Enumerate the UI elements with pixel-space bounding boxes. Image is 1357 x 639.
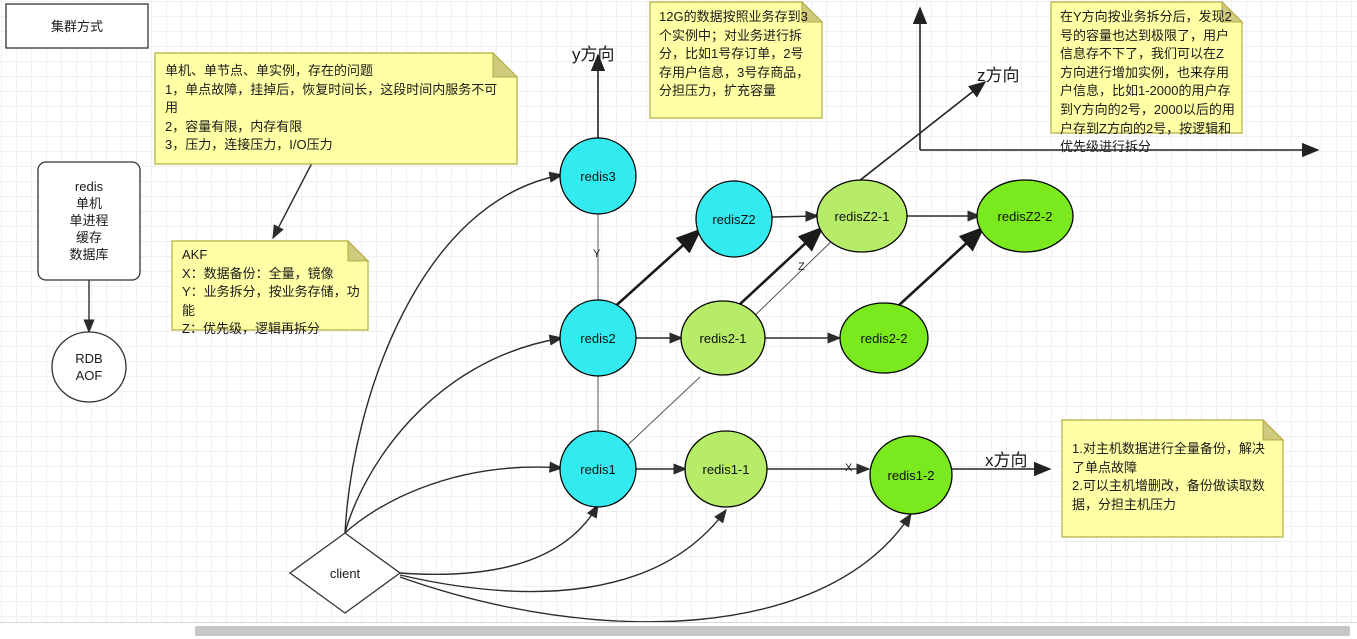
edge-redis2-1-to-redisz2-1: [724, 226, 824, 319]
edge-client-to-redis3: [344, 171, 564, 534]
node-redis1[interactable]: [559, 430, 637, 508]
edge-client-to-redis1: [344, 461, 564, 534]
note-x-backup[interactable]: [1061, 418, 1285, 538]
rdb-aof-node[interactable]: [51, 331, 127, 403]
edge-z-guide-lower: [616, 376, 701, 456]
node-redis2[interactable]: [559, 299, 637, 377]
horizontal-scrollbar[interactable]: [0, 622, 1357, 639]
title-box[interactable]: [5, 3, 149, 49]
scrollbar-thumb[interactable]: [195, 626, 1350, 636]
edge-client-to-redis2: [344, 334, 564, 534]
node-redis2-1[interactable]: [680, 300, 766, 376]
edge-client-to-redis1-bottom: [399, 503, 599, 576]
note-z-split[interactable]: [1050, 0, 1244, 134]
edge-z-guide: [744, 234, 839, 326]
note-y-split[interactable]: [649, 0, 824, 119]
edge-redis2-2-to-redisz2-2: [884, 226, 985, 319]
redis-single-box[interactable]: [37, 161, 141, 281]
edge-redisz2-to-redisz2-1: [771, 210, 820, 222]
note-akf[interactable]: [171, 239, 370, 331]
note-x-backup-text: 1.对主机数据进行全量备份，解决了单点故障 2.可以主机增删改，备份做读取数据，…: [1072, 441, 1265, 512]
node-redisZ2-1[interactable]: [816, 179, 908, 253]
node-redis1-2[interactable]: [869, 435, 953, 515]
note-akf-text: AKF X：数据备份：全量，镜像 Y：业务拆分，按业务存储，功能 Z：优先级，逻…: [182, 247, 360, 337]
node-redis1-1[interactable]: [684, 430, 768, 508]
node-redisZ2[interactable]: [695, 180, 773, 258]
note-single-instance-text: 单机、单节点、单实例，存在的问题 1，单点故障，挂掉后，恢复时间长，这段时间内服…: [165, 63, 498, 153]
node-redisZ2-2[interactable]: [976, 179, 1074, 253]
note-y-split-text: 12G的数据按照业务存到3个实例中；对业务进行拆分，比如1号存订单，2号存用户信…: [659, 9, 810, 99]
node-redis2-2[interactable]: [839, 302, 929, 374]
edge-client-to-redis1-2-bottom: [399, 512, 912, 623]
note-single-instance[interactable]: [154, 51, 519, 165]
edge-client-to-redis1-1-bottom: [399, 508, 727, 593]
node-redis3[interactable]: [559, 137, 637, 215]
note-z-split-text: 在Y方向按业务拆分后，发现2号的容量也达到极限了，用户信息存不下了，我们可以在Z…: [1060, 9, 1235, 155]
client-node[interactable]: [288, 532, 402, 614]
edge-note-to-akf: [272, 162, 313, 240]
